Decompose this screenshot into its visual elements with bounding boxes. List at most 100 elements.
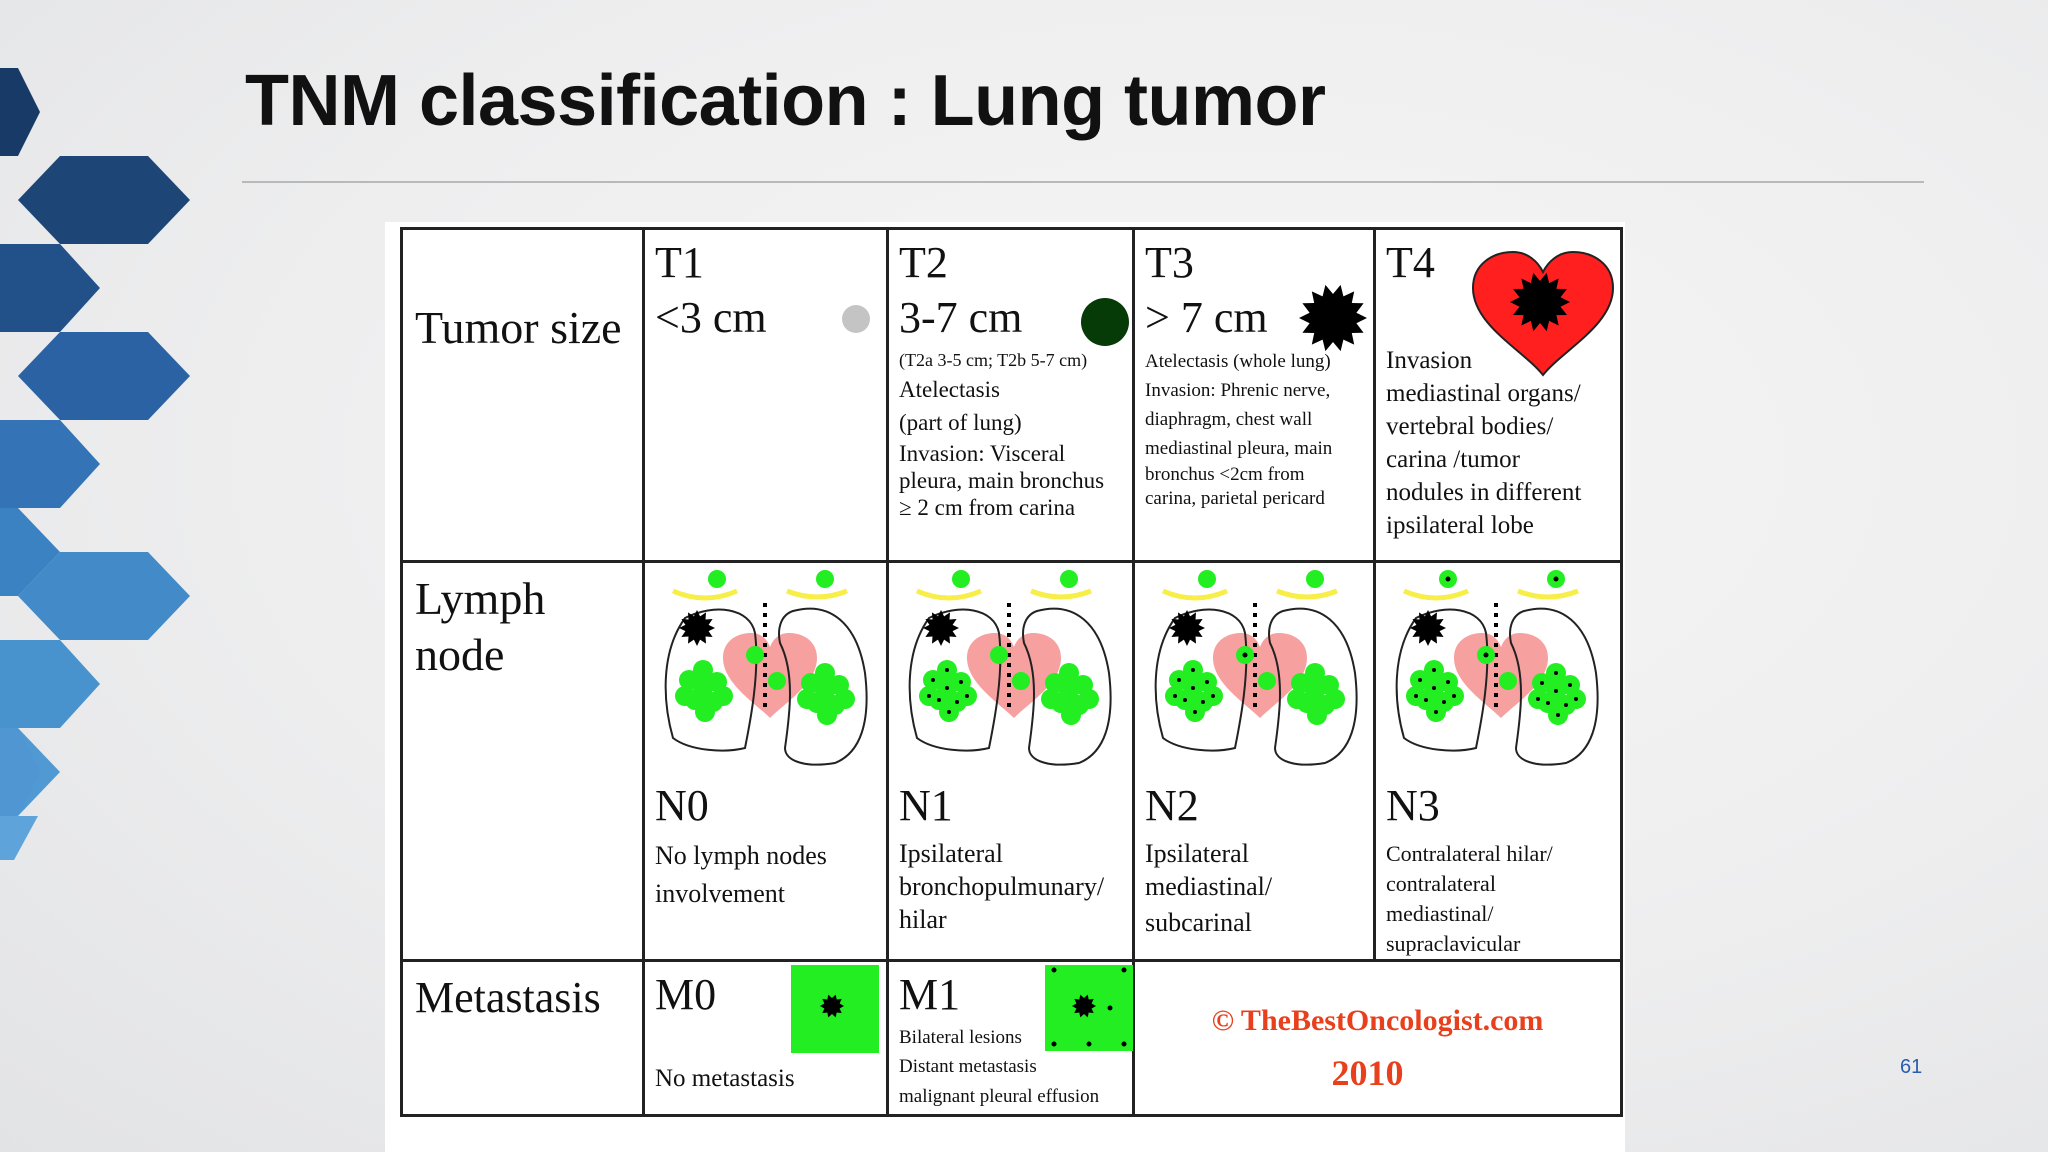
title-divider <box>242 181 1924 183</box>
t2-subtype-note: (T2a 3-5 cm; T2b 5-7 cm) <box>899 350 1088 370</box>
lymph-node-cluster <box>801 673 821 693</box>
row-label-cell: Tumor size <box>400 227 645 563</box>
t4-line: Invasion <box>1386 347 1473 374</box>
metastatic-dot <box>1568 683 1572 687</box>
lung-diagram-n3 <box>1395 570 1599 766</box>
n-desc-line: contralateral <box>1386 871 1496 896</box>
left-lung-outline <box>1268 607 1358 766</box>
n-stage-label: N2 <box>1145 781 1199 830</box>
metastatic-dot <box>959 680 963 684</box>
n-desc-line: mediastinal/ <box>1386 901 1494 926</box>
clavicle-arc <box>1161 588 1229 601</box>
right-lung-outline <box>664 608 758 752</box>
n-stage-label: N1 <box>899 781 953 830</box>
t3-line: Invasion: Phrenic nerve, <box>1145 380 1331 401</box>
right-lung-outline <box>1395 608 1489 752</box>
clavicle-arc <box>1030 588 1092 600</box>
metastatic-dot <box>1191 686 1195 690</box>
metastatic-dot <box>1211 694 1215 698</box>
hexagon-decoration <box>0 68 190 860</box>
lymph-node-cluster <box>713 686 733 706</box>
tnm-figure: Tumor size T1 <3 cm T2 3-7 cm (T2a 3-5 c… <box>385 222 1625 1152</box>
t4-line: nodules in different <box>1386 479 1582 506</box>
left-lung-outline <box>1022 607 1112 766</box>
metastatic-dot <box>1540 681 1544 685</box>
supraclavicular-node <box>1198 570 1216 588</box>
clavicle-arc <box>1402 588 1470 601</box>
mediastinal-node <box>1258 672 1276 690</box>
n-desc-line: Ipsilateral <box>899 839 1003 868</box>
t3-line: carina, parietal pericard <box>1145 488 1325 509</box>
row-label-cell: Metastasis <box>400 959 645 1117</box>
credit-site: © TheBestOncologist.com <box>1211 1004 1544 1037</box>
n-desc-line: supraclavicular <box>1386 931 1521 956</box>
left-lung-outline <box>778 607 868 766</box>
metastatic-dot <box>1564 703 1568 707</box>
m0-green-square-icon <box>791 965 879 1053</box>
n-desc-line: Contralateral hilar/ <box>1386 841 1553 866</box>
m-stage-label: M0 <box>655 970 717 1019</box>
metastatic-dot <box>1446 680 1450 684</box>
metastatic-dot <box>1173 694 1177 698</box>
primary-tumor <box>923 610 959 646</box>
lung-diagram-n0 <box>664 570 868 766</box>
t2-line: (part of lung) <box>899 410 1022 435</box>
heart-tumor-icon <box>1471 250 1615 377</box>
clavicle-arc <box>915 588 983 601</box>
t2-line: pleura, main bronchus <box>899 468 1105 493</box>
supraclavicular-node <box>952 570 970 588</box>
t4-cell: T4 Invasion mediastinal organs/ vertebra… <box>1373 227 1623 563</box>
n-desc-line: bronchopulmunary/ <box>899 872 1105 901</box>
t2-line: Invasion: Visceral <box>899 441 1066 466</box>
t4-line: carina /tumor <box>1386 446 1520 473</box>
m-desc-line: No metastasis <box>655 1065 795 1092</box>
n-stage-label: N0 <box>655 781 709 830</box>
lymph-node-cluster <box>817 705 837 725</box>
metastatic-dot <box>1553 576 1559 582</box>
m1-cell: M1 Bilateral lesions Distant metastasis … <box>886 959 1135 1117</box>
t3-line: Atelectasis (whole lung) <box>1145 351 1331 372</box>
metastatic-dot <box>955 700 959 704</box>
right-lung-outline <box>908 608 1002 752</box>
n-desc-line: subcarinal <box>1145 908 1252 937</box>
t3-line: mediastinal pleura, main <box>1145 438 1333 459</box>
clavicle-arc <box>786 588 848 600</box>
primary-tumor <box>1169 610 1205 646</box>
n-desc-line: Ipsilateral <box>1145 839 1249 868</box>
row-label-cell: Lymph node <box>400 560 645 962</box>
metastatic-dot <box>947 710 951 714</box>
n0-cell: N0 No lymph nodes involvement <box>642 560 889 962</box>
lymph-node-cluster <box>797 689 817 709</box>
metastasis-row: Metastasis M0 No metastasis M1 <box>400 959 1623 1117</box>
page-number: 61 <box>1900 1056 1923 1078</box>
dark-green-dot-icon <box>1081 298 1129 346</box>
credit-cell: © TheBestOncologist.com 2010 <box>1132 959 1623 1117</box>
lymph-node-cluster <box>1305 663 1325 683</box>
metastatic-dot <box>1191 668 1195 672</box>
m-stage-label: M1 <box>899 970 961 1019</box>
mediastinal-node <box>768 672 786 690</box>
t-stage-label: T3 <box>1145 238 1194 287</box>
clavicle-arc <box>1276 588 1338 600</box>
metastatic-dot <box>945 668 949 672</box>
t-stage-label: T2 <box>899 238 948 287</box>
supraclavicular-node <box>1306 570 1324 588</box>
t2-cell: T2 3-7 cm (T2a 3-5 cm; T2b 5-7 cm) Atele… <box>886 227 1135 563</box>
t-stage-label: T1 <box>655 238 704 287</box>
metastatic-dot <box>1183 698 1187 702</box>
metastatic-dot <box>1432 668 1436 672</box>
row-label-lymph-node: Lymph node <box>415 573 546 680</box>
metastatic-dot <box>1483 652 1489 658</box>
t3-line: bronchus <2cm from <box>1145 464 1305 485</box>
t-stage-label: T4 <box>1386 238 1435 287</box>
metastatic-dot <box>1546 701 1550 705</box>
t4-line: vertebral bodies/ <box>1386 413 1554 440</box>
metastatic-dot <box>931 678 935 682</box>
t2-line: Atelectasis <box>899 377 1000 402</box>
mediastinal-node <box>1012 672 1030 690</box>
t4-line: ipsilateral lobe <box>1386 512 1534 539</box>
right-lung-outline <box>1154 608 1248 752</box>
hilar-node <box>990 646 1008 664</box>
black-starburst-icon <box>1299 284 1367 352</box>
lung-diagram-n1 <box>908 570 1112 766</box>
